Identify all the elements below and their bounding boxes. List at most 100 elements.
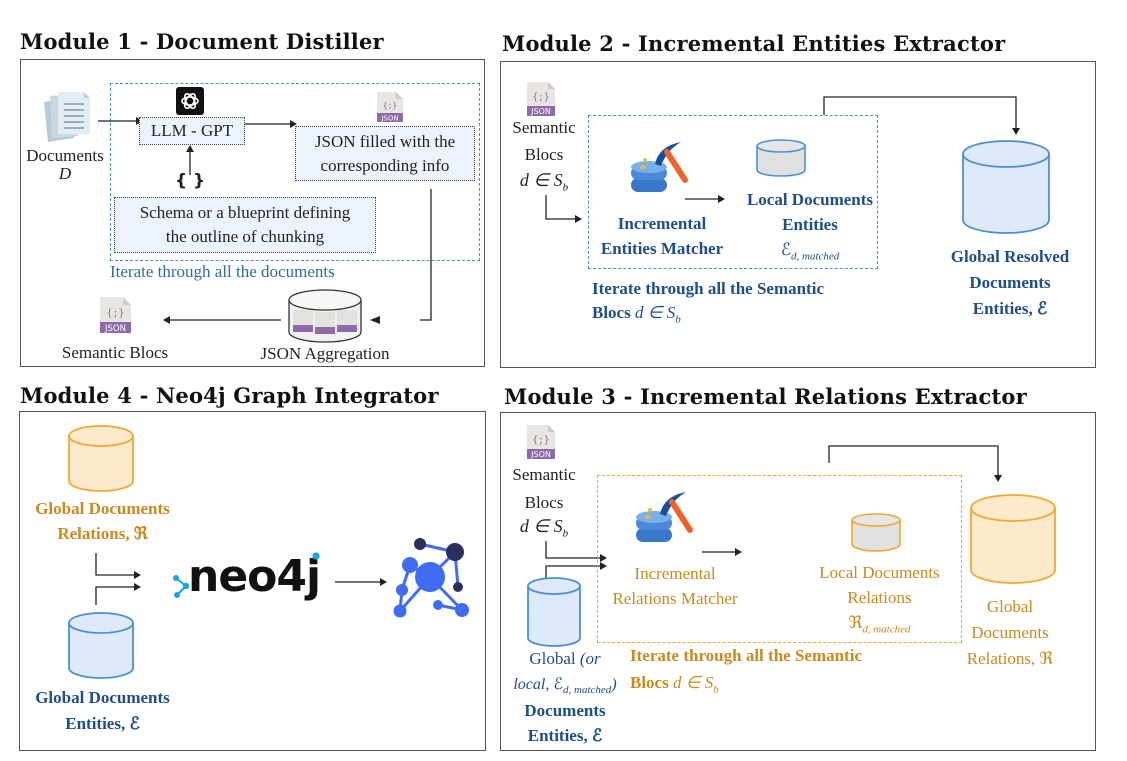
json-glyph: {;} — [106, 308, 124, 319]
schema-line1: Schema or a blueprint defining — [139, 203, 351, 222]
neo4j-logo-text: neo4j — [188, 551, 321, 602]
schema-box: Schema or a blueprint defining the outli… — [114, 197, 376, 253]
arrow-neo4j-to-graph — [335, 578, 387, 586]
llm-gpt-label: LLM - GPT — [150, 121, 234, 140]
module-3-title: Module 3 - Incremental Relations Extract… — [504, 384, 1027, 409]
local-relations-line2: Relations — [847, 588, 912, 607]
membership-math: d ∈ S — [519, 170, 563, 190]
entities-matcher-miner-icon — [631, 142, 688, 192]
iterate-documents-loop — [110, 83, 480, 261]
module-1-title: Module 1 - Document Distiller — [20, 29, 384, 54]
iterate-blocs-line1: Iterate through all the Semantic — [630, 646, 862, 665]
arrows-into-relations-matcher — [545, 541, 607, 579]
global-entities-db-icon — [68, 612, 134, 679]
json-icon-text: JSON — [530, 450, 551, 459]
entities-input-global: Global — [529, 649, 576, 668]
iterate-semantic-blocs-loop — [588, 115, 878, 269]
entities-input-line3: Documents — [524, 701, 606, 720]
semantic-blocs-json-icon: {;} JSON — [527, 425, 555, 459]
global-entities-line2: Entities, ℰ — [65, 714, 140, 733]
membership-sub: b — [562, 527, 569, 540]
local-relations-symbol-glyph: ℜ — [848, 613, 863, 632]
arrow-semantic-to-matcher — [545, 195, 582, 223]
module-4-title: Module 4 - Neo4j Graph Integrator — [20, 383, 439, 408]
knowledge-graph-icon — [393, 538, 469, 618]
iterate-blocs-line2: Blocs d ∈ Sb — [592, 300, 681, 332]
global-relations-line1: Global — [986, 597, 1034, 616]
relations-matcher-miner-icon — [636, 492, 693, 542]
iterate-blocs-prefix: Blocs — [630, 673, 669, 692]
local-entities-symbol-glyph: ℰ — [780, 240, 792, 259]
local-relations-symbol-sub: d, matched — [862, 623, 911, 636]
module-2-title: Module 2 - Incremental Entities Extracto… — [502, 31, 1006, 56]
membership-math: d ∈ S — [519, 516, 563, 536]
iterate-blocs-prefix: Blocs — [592, 303, 631, 322]
neo4j-dot-icon — [312, 552, 320, 560]
local-entities-db-icon — [756, 139, 806, 177]
membership-label: d ∈ Sb — [506, 516, 582, 540]
arrow-documents-to-llm — [98, 117, 143, 125]
entities-input-sub: d, matched — [563, 684, 612, 697]
iterate-blocs-line1: Iterate through all the Semantic — [592, 279, 824, 298]
iterate-blocs-math: d ∈ S — [634, 303, 676, 322]
json-output-line1: JSON filled with the — [314, 132, 456, 151]
json-icon-text: JSON — [104, 324, 126, 334]
semantic-line2: Blocs — [524, 493, 564, 512]
global-relations-line2: Relations, ℜ — [57, 524, 148, 543]
local-entities-symbol-sub: d, matched — [791, 250, 840, 263]
semantic-line1: Semantic — [512, 118, 576, 137]
entities-input-symbol: ℰ — [553, 676, 564, 693]
local-entities-line2: Entities — [782, 215, 838, 234]
global-entities-line1: Global Documents — [35, 688, 170, 707]
arrow-loop-to-global-relations — [828, 445, 1002, 482]
iterate-blocs-sub: b — [713, 683, 719, 696]
arrow-json-to-aggregation-head — [370, 316, 380, 324]
semantic-line2: Blocs — [524, 145, 564, 164]
arrow-json-to-aggregation — [420, 189, 432, 321]
membership-label: d ∈ Sb — [506, 170, 582, 194]
schema-braces-icon: { } — [174, 171, 206, 191]
entities-input-line4: Entities, ℰ — [527, 726, 603, 745]
global-relations-db-icon — [970, 494, 1056, 584]
global-relations-line2: Documents — [971, 623, 1049, 642]
entities-input-line1: Global (or — [500, 646, 630, 672]
entities-input-line2: local, ℰd, matched) — [500, 672, 630, 703]
json-glyph: {;} — [532, 435, 549, 446]
local-relations-db-icon — [851, 513, 901, 552]
neo4j-graph-mark-icon — [173, 575, 190, 598]
local-relations-line1: Local Documents — [819, 563, 940, 582]
json-icon-text: JSON — [380, 115, 398, 123]
global-entities-line3: Entities, ℰ — [972, 299, 1048, 318]
entities-matcher-line2: Entities Matcher — [600, 239, 724, 258]
semantic-blocs-json-icon: {;} JSON — [527, 82, 555, 116]
semantic-blocs-json-icon: {;} JSON — [100, 297, 131, 334]
llm-gpt-box: LLM - GPT — [139, 117, 245, 145]
local-entities-symbol: ℰd, matched — [740, 237, 880, 269]
json-output-box: JSON filled with the corresponding info — [295, 126, 475, 181]
arrow-aggregation-to-semantic-blocs — [163, 316, 281, 324]
openai-logo-icon — [176, 87, 204, 115]
iterate-blocs-sub: b — [675, 313, 681, 326]
arrow-llm-to-json — [245, 120, 297, 128]
schema-line2: the outline of chunking — [165, 227, 325, 246]
entities-input-or: (or — [579, 649, 601, 668]
arrow-schema-to-llm — [186, 145, 194, 175]
iterate-documents-label: Iterate through all the documents — [110, 262, 335, 281]
iterate-blocs-math: d ∈ S — [672, 673, 714, 692]
json-glyph: {;} — [532, 92, 549, 103]
documents-symbol: D — [58, 164, 72, 183]
relations-matcher-line2: Relations Matcher — [612, 589, 738, 608]
json-output-line2: corresponding info — [320, 156, 450, 175]
entities-input-local: local, — [513, 676, 550, 693]
json-aggregation-db-icon — [288, 289, 362, 343]
entities-input-close: ) — [611, 676, 617, 693]
iterate-blocs-line2: Blocs d ∈ Sb — [630, 670, 719, 702]
arrows-into-neo4j — [95, 553, 141, 605]
json-aggregation-label: JSON Aggregation — [260, 344, 390, 363]
global-entities-line2: Documents — [969, 273, 1051, 292]
global-relations-db-icon — [68, 425, 134, 492]
documents-label: Documents — [26, 146, 104, 165]
membership-sub: b — [562, 181, 569, 194]
global-resolved-entities-db-icon — [962, 140, 1050, 234]
arrow-loop-to-global-entities — [823, 96, 1020, 135]
